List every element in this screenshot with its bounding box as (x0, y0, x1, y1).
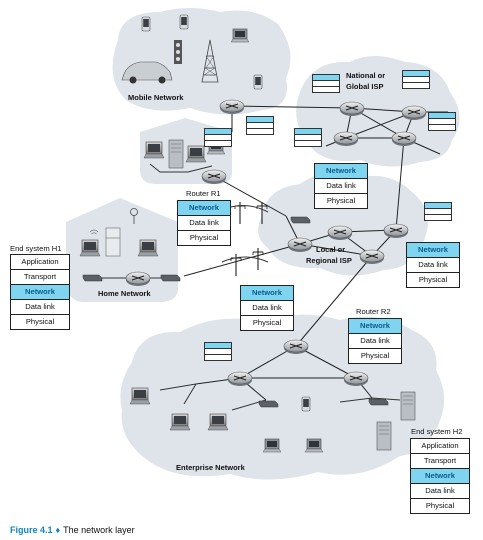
router-r2 (283, 339, 309, 355)
home-switch (82, 274, 103, 282)
pc-icon (143, 141, 165, 159)
enterprise-router-b (343, 371, 369, 387)
home-router (125, 271, 151, 287)
mini-stack (246, 116, 274, 135)
enterprise-network-label: Enterprise Network (176, 463, 246, 472)
router-r1-title: Router R1 (186, 189, 221, 198)
caption-separator: ♦ (55, 525, 61, 535)
home-network-label: Home Network (98, 289, 151, 298)
isp-router-a (339, 101, 365, 117)
layer-transport: Transport (11, 270, 69, 285)
phone-icon (179, 14, 189, 30)
car-icon (121, 61, 173, 84)
home-modem (160, 274, 181, 282)
end-system-h2-title: End system H2 (411, 427, 463, 436)
phone-icon (141, 16, 151, 32)
tablet-icon (301, 396, 311, 412)
layer-physical: Physical (25, 317, 55, 326)
national-isp-label-2: Global ISP (346, 82, 384, 91)
end-system-h1-title: End system H1 (10, 244, 62, 253)
isp-router-stack: Network Data link Physical (314, 163, 368, 209)
layer-data-link: Data link (315, 179, 367, 194)
laptop-icon (262, 438, 282, 453)
layer-network: Network (411, 469, 469, 484)
pc-icon (169, 413, 191, 431)
thermostat-icon (130, 208, 138, 224)
mini-stack (294, 128, 322, 147)
layer-data-link: Data link (411, 484, 469, 499)
layer-network: Network (241, 286, 293, 301)
layer-transport: Transport (411, 454, 469, 469)
figure-number: Figure 4.1 (10, 525, 53, 535)
local-isp-router-c (359, 249, 385, 265)
layer-network: Network (315, 164, 367, 179)
local-isp-router-d (383, 223, 409, 239)
layer-application: Application (411, 439, 469, 454)
server-icon (168, 139, 184, 169)
layer-data-link: Data link (178, 216, 230, 231)
mini-stack (402, 70, 430, 89)
layer-data-link: Data link (11, 300, 69, 315)
layer-data-link: Data link (407, 258, 459, 273)
mini-stack (204, 128, 232, 147)
traffic-light-icon (174, 40, 182, 64)
local-isp-label-1: Local or (316, 245, 345, 254)
mini-stack (424, 202, 452, 221)
laptop-icon (230, 28, 250, 43)
server-icon (376, 421, 392, 451)
layer-network: Network (11, 285, 69, 300)
mobile-network-label: Mobile Network (128, 93, 184, 102)
layer-network: Network (349, 319, 401, 334)
layer-network: Network (407, 243, 459, 258)
fridge-icon (105, 227, 121, 257)
layer-data-link: Data link (349, 334, 401, 349)
layer-data-link: Data link (241, 301, 293, 316)
figure-title: The network layer (63, 525, 135, 535)
access-router-stack: Network Data link Physical (240, 285, 294, 331)
isp-router-b (401, 105, 427, 121)
local-isp-router-a (327, 225, 353, 241)
router-r1-stack: Network Data link Physical (177, 200, 231, 246)
server-icon (400, 391, 416, 421)
pc-icon (185, 145, 207, 163)
figure-caption: Figure 4.1♦The network layer (10, 525, 135, 535)
layer-physical: Physical (425, 501, 455, 510)
layer-physical: Physical (418, 275, 448, 284)
enterprise-router-a (227, 371, 253, 387)
pc-icon (137, 239, 159, 257)
layer-physical: Physical (252, 318, 282, 327)
layer-application: Application (11, 255, 69, 270)
layer-network: Network (178, 201, 230, 216)
isp-router-c (333, 131, 359, 147)
pc-icon (129, 387, 151, 405)
layer-physical: Physical (326, 196, 356, 205)
national-isp-label-1: National or (346, 71, 385, 80)
pc-icon (207, 413, 229, 431)
mini-stack (204, 342, 232, 361)
mini-stack (312, 74, 340, 93)
layer-physical: Physical (189, 233, 219, 242)
corporate-router (201, 169, 227, 185)
router-r2-stack: Network Data link Physical (348, 318, 402, 364)
isp-router-d (391, 131, 417, 147)
phone-icon (253, 74, 263, 90)
mobile-gateway-router (219, 99, 245, 115)
end-system-h1-stack: Application Transport Network Data link … (10, 254, 70, 330)
mini-stack (428, 112, 456, 131)
layer-physical: Physical (360, 351, 390, 360)
pc-icon (79, 239, 101, 257)
enterprise-switch (368, 398, 389, 406)
router-r2-title: Router R2 (356, 307, 391, 316)
printer-icon (258, 400, 279, 408)
local-isp-router-stack: Network Data link Physical (406, 242, 460, 288)
laptop-icon (304, 438, 324, 453)
local-isp-label-2: Regional ISP (306, 256, 352, 265)
end-system-h2-stack: Application Transport Network Data link … (410, 438, 470, 514)
local-isp-router-b (287, 237, 313, 253)
isp-modem (290, 216, 311, 224)
